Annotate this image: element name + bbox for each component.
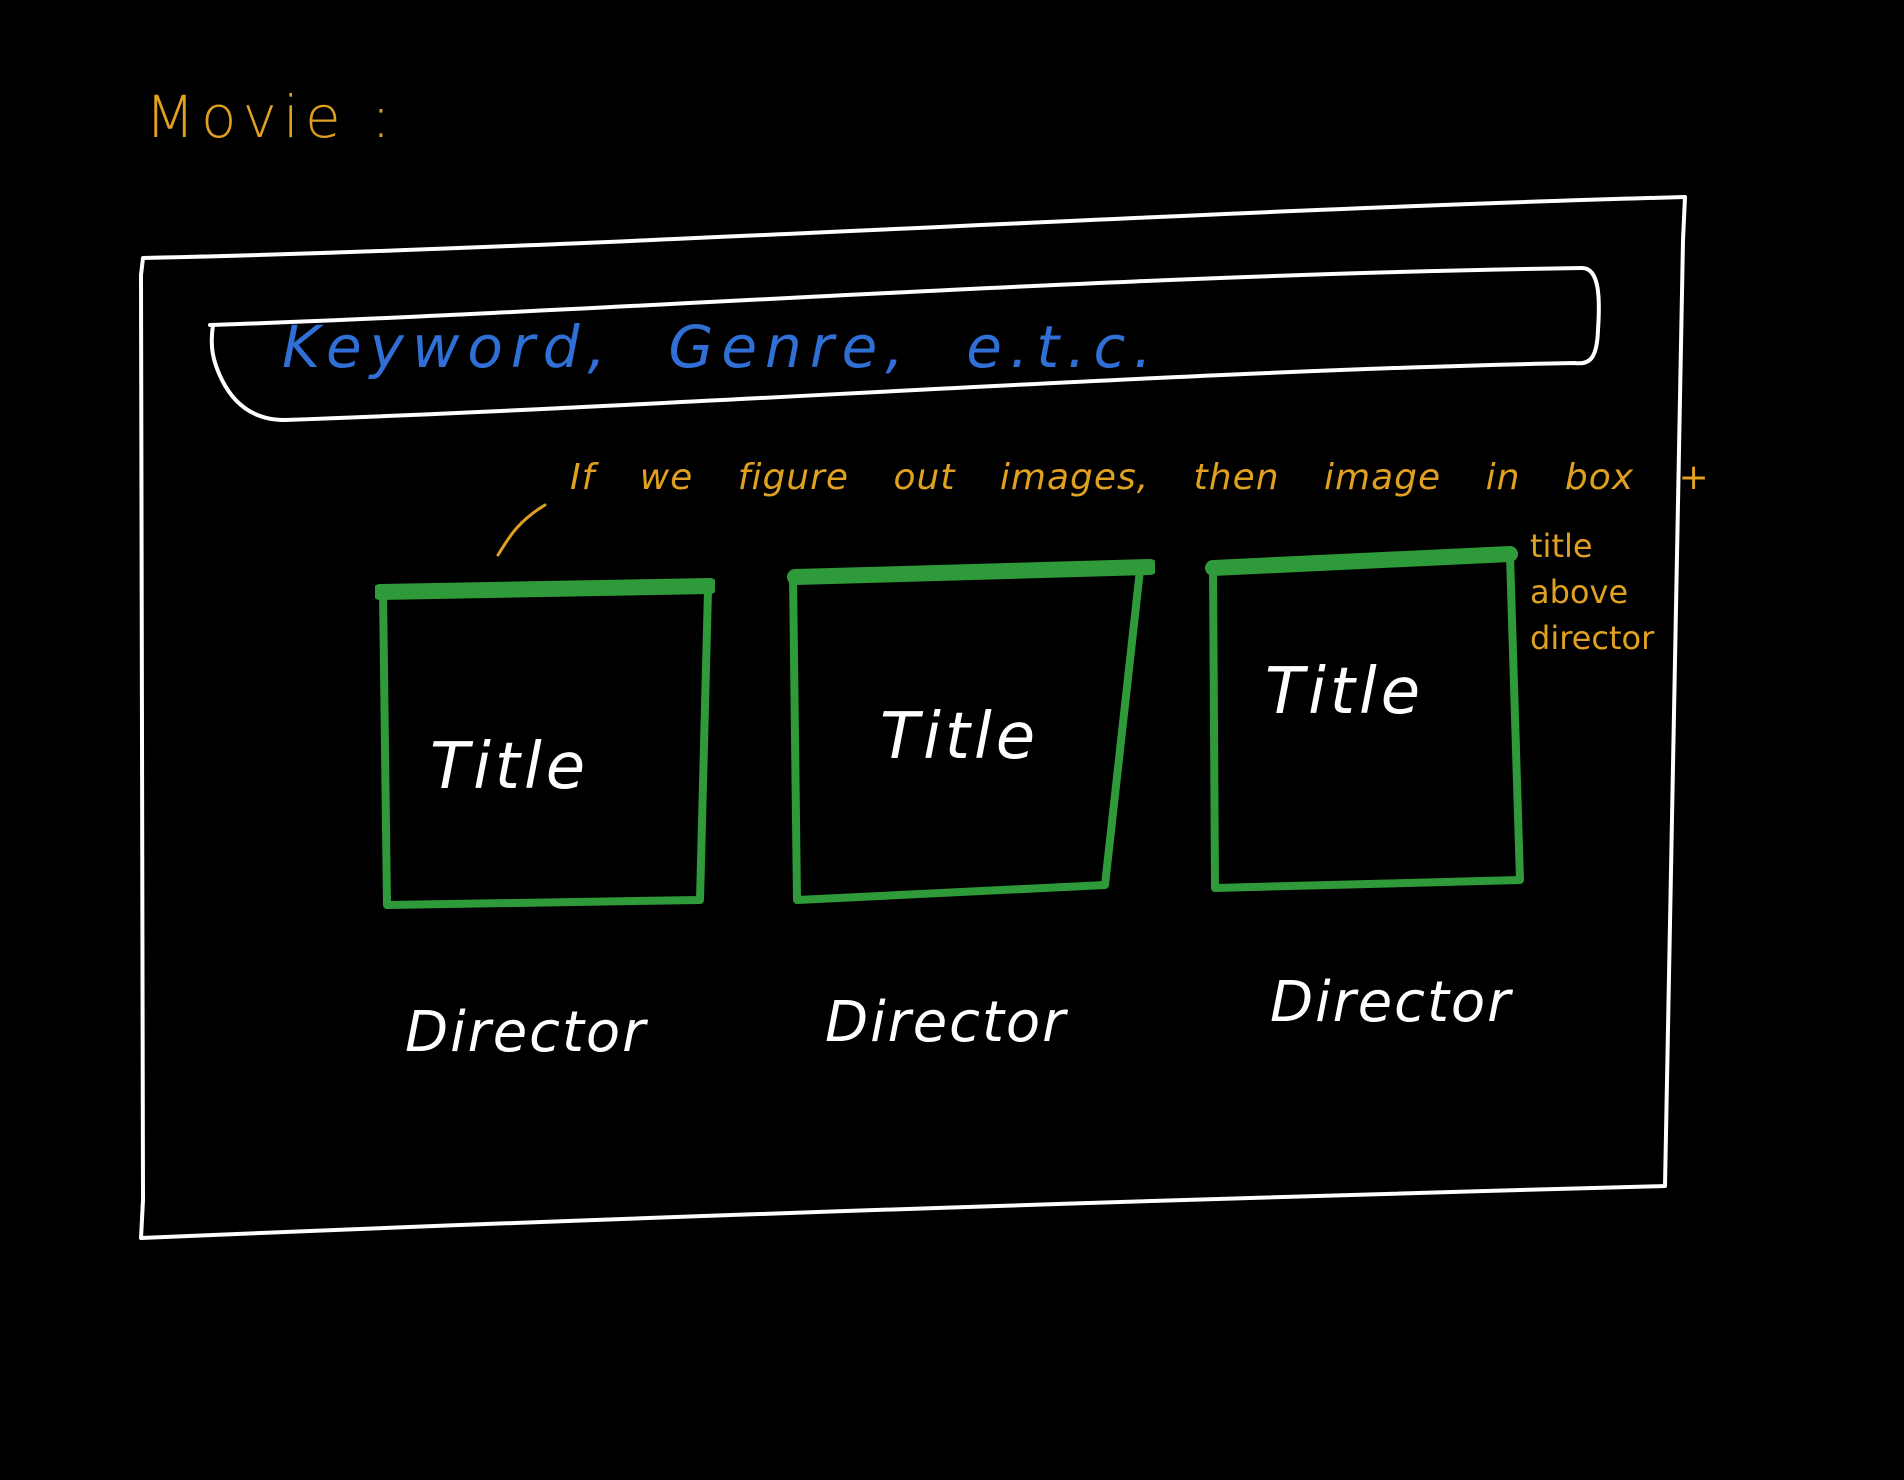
annotation-note: If we figure out images, then image in b… bbox=[570, 457, 1710, 498]
side-note-line: director bbox=[1530, 619, 1655, 657]
movie-card-director: Director bbox=[825, 990, 1068, 1055]
annotation-side-note: title above director bbox=[1530, 530, 1654, 654]
movie-card-director: Director bbox=[405, 1000, 648, 1065]
card-frame bbox=[787, 559, 1155, 904]
movie-card[interactable]: Title Director bbox=[1205, 540, 1545, 1040]
movie-card[interactable]: Title Director bbox=[785, 555, 1155, 1055]
search-input[interactable]: Keyword, Genre, e.t.c. bbox=[212, 272, 1592, 412]
page-title: Movie : bbox=[145, 83, 397, 151]
movie-card-title: Title bbox=[1265, 655, 1425, 729]
side-note-line: title bbox=[1530, 527, 1593, 565]
movie-card[interactable]: Title Director bbox=[375, 570, 715, 1070]
movie-card-title: Title bbox=[430, 730, 590, 804]
annotation-pointer-icon bbox=[496, 503, 547, 557]
card-frame bbox=[375, 578, 715, 909]
card-frame bbox=[1205, 546, 1524, 892]
movie-card-director: Director bbox=[1270, 970, 1513, 1035]
search-placeholder: Keyword, Genre, e.t.c. bbox=[282, 313, 1160, 381]
side-note-line: above bbox=[1530, 573, 1629, 611]
movie-card-title: Title bbox=[880, 700, 1040, 774]
